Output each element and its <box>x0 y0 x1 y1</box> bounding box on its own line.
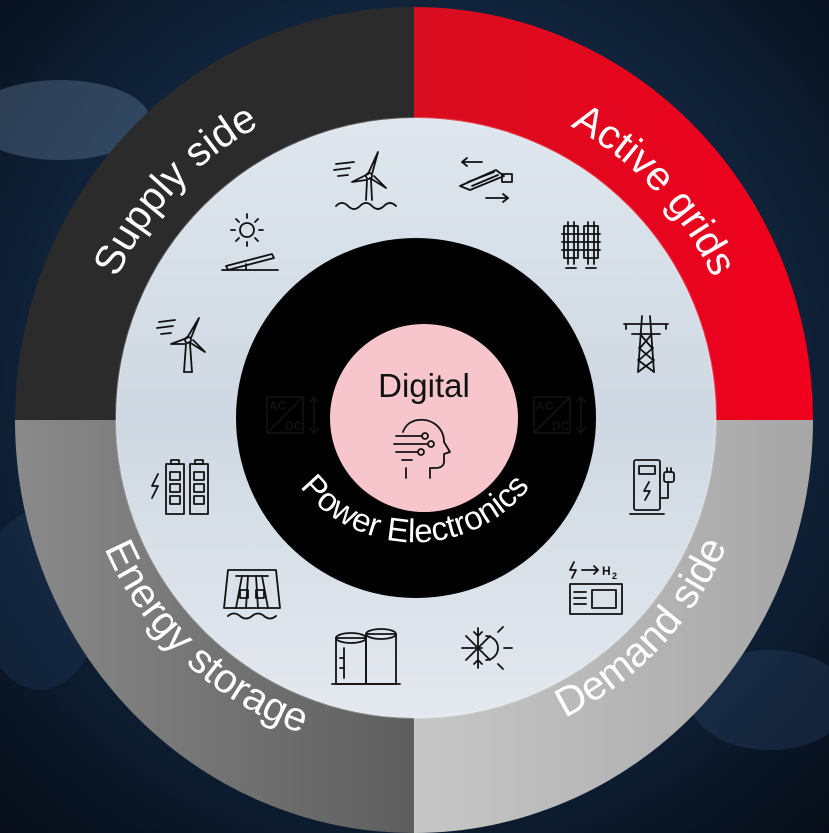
converter-left-ac: AC <box>269 399 287 413</box>
heat-pump-icon <box>461 626 513 670</box>
converter-left-dc: DC <box>285 419 303 433</box>
ac-dc-converter-right-icon: AC DC <box>533 396 586 434</box>
ai-head-icon <box>393 418 451 479</box>
electrolyzer-icon: H 2 <box>569 561 623 615</box>
digital-label: Digital <box>378 367 470 404</box>
ac-dc-converter-left-icon: AC DC <box>266 396 319 434</box>
offshore-wind-icon <box>333 151 397 210</box>
solar-panel-icon <box>221 213 279 271</box>
transmission-tower-icon <box>623 315 669 373</box>
pumped-hydro-icon <box>223 569 281 620</box>
hvdc-cable-icon <box>459 157 513 203</box>
storage-tanks-icon <box>331 628 401 685</box>
wind-turbine-icon <box>156 317 206 373</box>
converter-right-ac: AC <box>536 399 554 413</box>
h2-label: H <box>602 564 611 578</box>
battery-icon <box>151 459 209 515</box>
digital-center <box>330 324 518 512</box>
substation-icon <box>561 221 601 269</box>
h2-subscript: 2 <box>612 571 617 581</box>
ev-charger-icon <box>629 459 675 515</box>
converter-right-dc: DC <box>552 419 570 433</box>
